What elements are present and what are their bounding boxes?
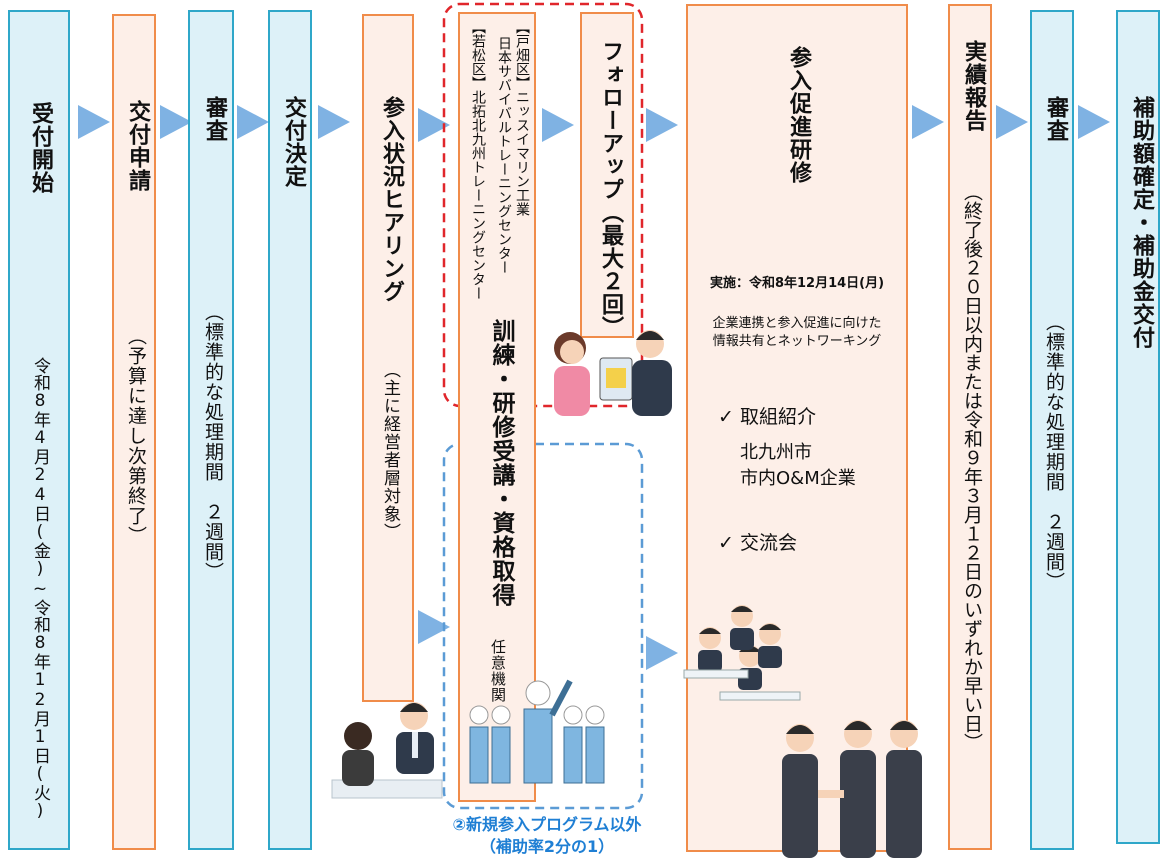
- step-application: 交付申請 （予算に達し次第終了）: [112, 14, 156, 850]
- step-final-grant: 補助額確定・補助金交付: [1116, 10, 1160, 844]
- flow-arrow-7b: [646, 636, 678, 670]
- seminar-check-networking: ✓ 交流会: [718, 532, 797, 554]
- program-note-line2: （補助率2分の1）: [479, 837, 615, 856]
- consultation-illustration: [554, 330, 672, 416]
- seminar-sub-city: 北九州市: [740, 442, 812, 463]
- step-reception-period: 令和8年4月24日(金)~令和8年12月1日(火): [30, 357, 50, 821]
- follow-up-region: [442, 2, 644, 408]
- flow-arrow-9: [996, 105, 1028, 139]
- step-grant-decision: 交付決定: [268, 10, 312, 850]
- step-hearing-title: 参入状況ヒアリング: [379, 96, 404, 303]
- step-entry-seminar-title: 参入促進研修: [786, 46, 811, 184]
- step-performance-report: 実績報告 （終了後２０日以内または令和９年３月１２日のいずれか早い日）: [948, 4, 992, 850]
- training-org-wakamatsu: 【若松区】北拓北九州トレーニングセンター: [470, 20, 486, 300]
- step-entry-seminar: 参入促進研修 実施：令和8年12月14日(月) 企業連携と参入促進に向けた 情報…: [686, 4, 908, 852]
- step-grant-decision-title: 交付決定: [281, 96, 306, 188]
- flow-arrow-1: [78, 105, 110, 139]
- program-note-line1: ②新規参入プログラム以外: [452, 815, 642, 834]
- step-application-title: 交付申請: [125, 100, 150, 192]
- training-program-region: [442, 442, 644, 810]
- seminar-illustration: [683, 605, 801, 701]
- flow-arrow-8: [912, 105, 944, 139]
- step-training-title: 訓練・研修受講・資格取得: [488, 319, 514, 607]
- step-training: 【戸畑区】ニッスイマリン工業 日本サバイバルトレーニングセンター 【若松区】北拓…: [458, 12, 536, 802]
- meeting-illustration: [331, 702, 443, 799]
- flow-arrow-3: [237, 105, 269, 139]
- step-follow-up: フォローアップ（最大２回）: [580, 12, 634, 339]
- step-reception-start: 受付開始 令和8年4月24日(金)~令和8年12月1日(火): [8, 10, 70, 850]
- step-hearing: 参入状況ヒアリング （主に経営者層対象）: [362, 14, 414, 702]
- step-follow-up-title: フォローアップ（最大２回）: [598, 40, 623, 339]
- step-review-2-title: 審査: [1043, 96, 1068, 142]
- flow-arrow-10: [1078, 105, 1110, 139]
- seminar-desc-2: 情報共有とネットワーキング: [712, 334, 882, 349]
- handshake-illustration: [782, 720, 922, 858]
- seminar-desc-1: 企業連携と参入促進に向けた: [712, 316, 882, 331]
- flow-arrow-4: [318, 105, 350, 139]
- step-review-2-note: （標準的な処理期間 ２週間）: [1043, 312, 1065, 592]
- seminar-check-initiatives: ✓ 取組紹介: [718, 406, 816, 428]
- flow-arrow-2: [160, 105, 192, 139]
- training-other-org: 任意機関: [489, 639, 507, 703]
- training-org-survival: 日本サバイバルトレーニングセンター: [496, 36, 512, 274]
- flow-arrow-6: [542, 108, 574, 142]
- step-review-1-title: 審査: [202, 96, 227, 142]
- seminar-sub-companies: 市内O&M企業: [740, 468, 856, 489]
- seminar-date: 実施：令和8年12月14日(月): [709, 276, 885, 291]
- step-hearing-note: （主に経営者層対象）: [380, 361, 400, 541]
- training-org-tobata: 【戸畑区】ニッスイマリン工業: [514, 20, 530, 216]
- program-note: ②新規参入プログラム以外 （補助率2分の1）: [404, 814, 690, 858]
- step-application-note: （予算に達し次第終了）: [125, 326, 147, 546]
- step-review-2: 審査 （標準的な処理期間 ２週間）: [1030, 10, 1074, 850]
- step-performance-report-note: （終了後２０日以内または令和９年３月１２日のいずれか早い日）: [961, 182, 983, 752]
- step-reception-start-title: 受付開始: [28, 102, 53, 194]
- step-performance-report-title: 実績報告: [961, 40, 986, 132]
- flow-arrow-7: [646, 108, 678, 142]
- step-final-grant-title: 補助額確定・補助金交付: [1129, 96, 1154, 349]
- step-review-1: 審査 （標準的な処理期間 ２週間）: [188, 10, 234, 850]
- workers-illustration: [469, 679, 605, 784]
- step-review-1-note: （標準的な処理期間 ２週間）: [202, 302, 224, 582]
